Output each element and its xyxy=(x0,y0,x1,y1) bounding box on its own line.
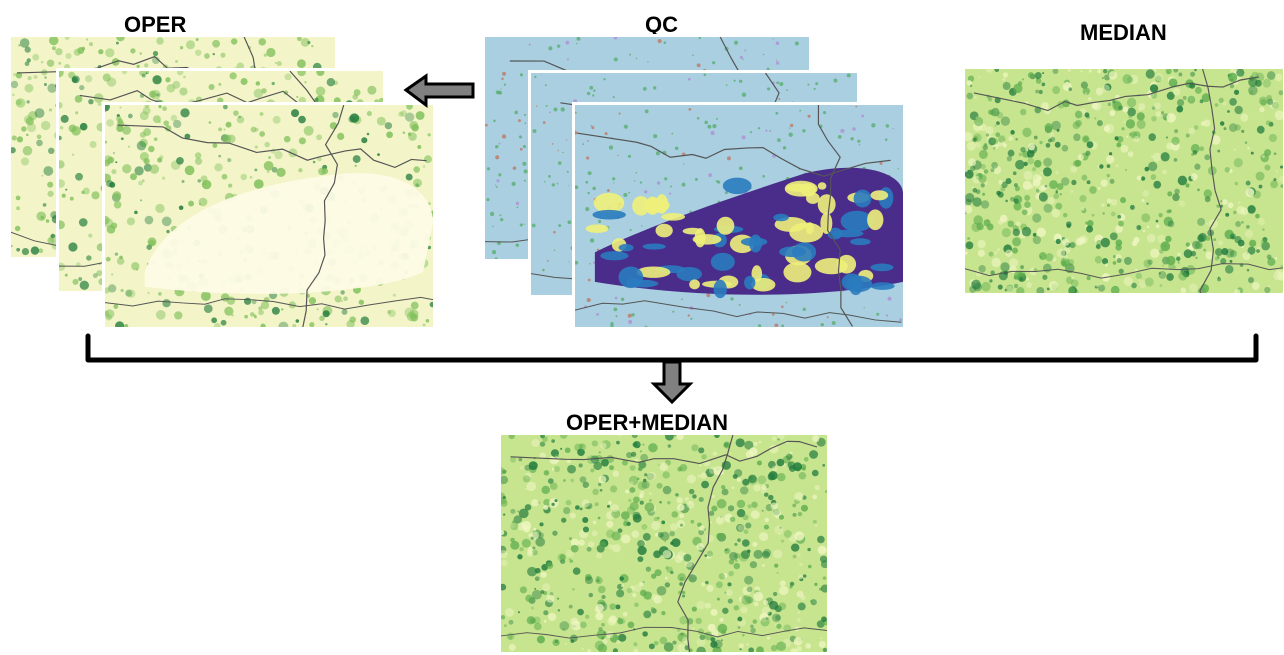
oper-label: OPER xyxy=(124,12,187,37)
median-label: MEDIAN xyxy=(1080,20,1167,45)
down-arrow xyxy=(650,360,694,405)
combined-map xyxy=(498,432,830,655)
combined-map-image xyxy=(501,435,827,652)
merge-bracket xyxy=(85,333,1259,363)
qc-map-front-image xyxy=(575,105,903,327)
median-map xyxy=(962,66,1284,296)
oper-map-front-image xyxy=(105,105,433,327)
qc-label: QC xyxy=(645,12,678,37)
qc-map-front xyxy=(572,102,906,330)
left-arrow xyxy=(403,73,475,108)
median-map-image xyxy=(965,69,1283,293)
combined-label: OPER+MEDIAN xyxy=(566,410,728,435)
oper-map-front xyxy=(102,102,436,330)
